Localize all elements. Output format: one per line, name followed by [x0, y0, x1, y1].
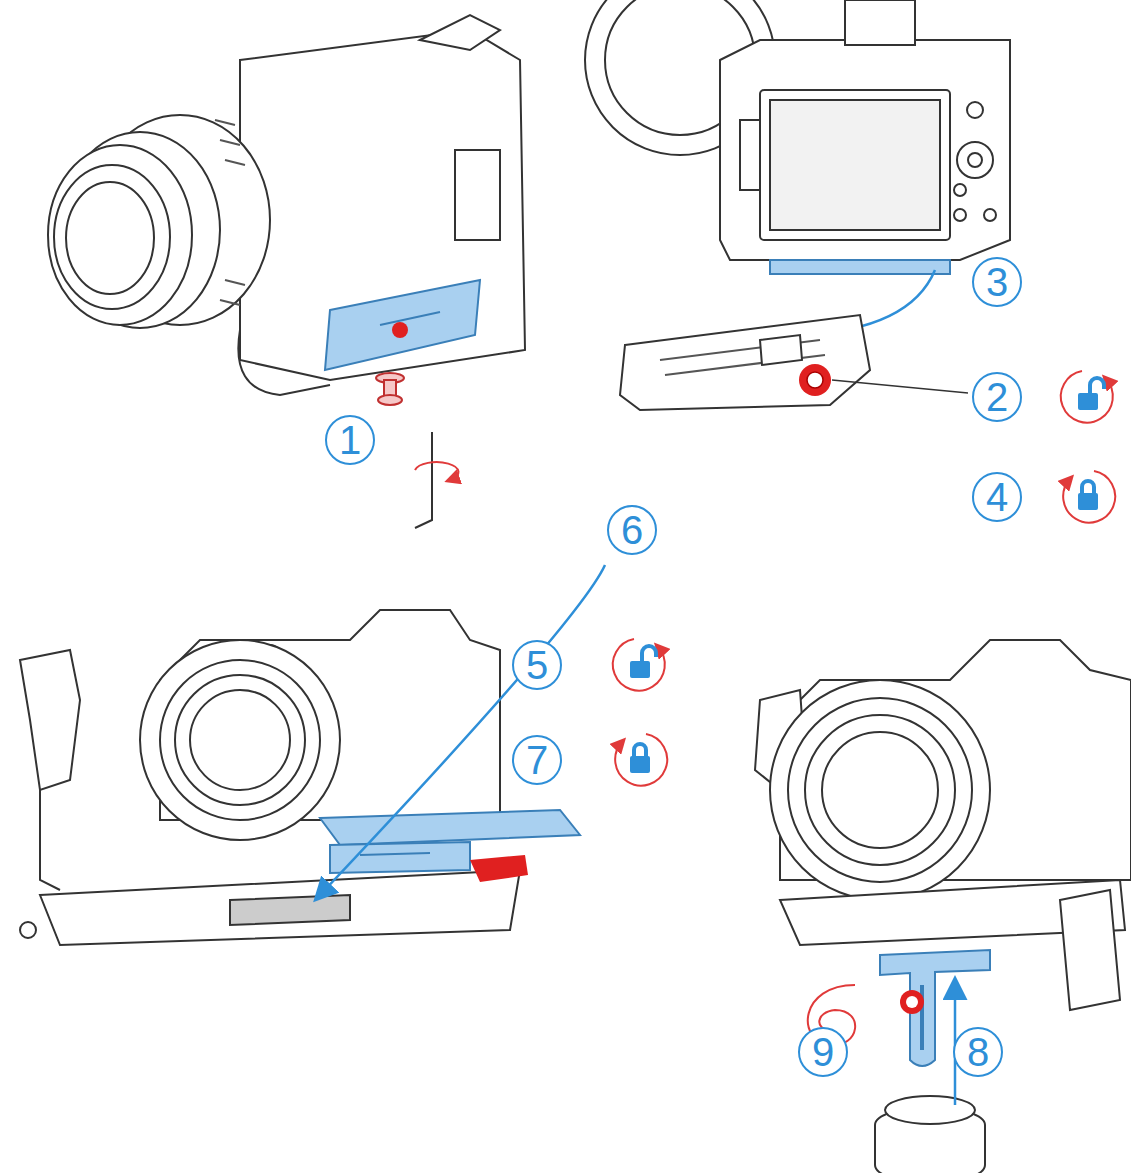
- camera-on-gimbal: [822, 732, 938, 848]
- camera-on-gimbal: [885, 1096, 975, 1124]
- unlock-icon: [1061, 371, 1113, 423]
- camera-on-gimbal: [140, 640, 340, 840]
- camera-back-view: [720, 40, 1010, 260]
- camera-on-gimbal: [875, 1125, 985, 1173]
- callout-number: 4: [986, 477, 1008, 517]
- mounting-screw: [376, 373, 404, 405]
- leader-line: [832, 380, 968, 393]
- callout-number: 5: [526, 645, 548, 685]
- camera-front-view: [238, 330, 330, 395]
- camera-plate: [320, 810, 580, 873]
- camera-on-gimbal: [40, 790, 60, 890]
- camera-back-view: [957, 142, 993, 178]
- camera-back-view: [585, 0, 1010, 260]
- camera-back-view: [984, 209, 996, 221]
- camera-on-gimbal: [1060, 890, 1120, 1010]
- camera-front-view: [48, 145, 192, 325]
- camera-back-view: [770, 100, 940, 230]
- camera-on-gimbal: [40, 870, 520, 945]
- camera-back-view: [954, 184, 966, 196]
- camera-on-gimbal: [20, 610, 520, 945]
- mounting-bracket: [900, 990, 924, 1014]
- camera-front-view: [455, 150, 500, 240]
- camera-on-gimbal: [160, 660, 320, 820]
- callout-circle: 3: [972, 257, 1022, 307]
- camera-on-gimbal: [755, 640, 1131, 1173]
- callout-number: 2: [986, 377, 1008, 417]
- camera-front-view: [215, 120, 245, 305]
- callout-circle: 2: [972, 372, 1022, 422]
- motion-arrow: [320, 565, 605, 895]
- callout-circle: 9: [798, 1027, 848, 1077]
- camera-back-view: [845, 0, 915, 45]
- camera-plate: [325, 280, 480, 370]
- quick-release-plate: [620, 315, 870, 410]
- camera-front-view: [66, 182, 154, 294]
- camera-plate: [330, 842, 470, 873]
- camera-back-view: [954, 209, 966, 221]
- camera-plate: [392, 322, 408, 338]
- camera-on-gimbal: [770, 680, 990, 900]
- mounting-bracket: [906, 996, 918, 1008]
- callout-number: 8: [967, 1032, 989, 1072]
- locking-knob: [799, 364, 831, 396]
- camera-plate: [770, 260, 950, 274]
- camera-on-gimbal: [788, 698, 972, 882]
- callout-number: 9: [812, 1032, 834, 1072]
- camera-back-view: [740, 120, 760, 190]
- lock-icon: [1063, 471, 1115, 523]
- camera-front-view: [240, 30, 525, 380]
- camera-back-view: [967, 102, 983, 118]
- callout-number: 6: [621, 510, 643, 550]
- camera-on-gimbal: [190, 690, 290, 790]
- camera-on-gimbal: [230, 895, 350, 925]
- callout-circle: 5: [512, 640, 562, 690]
- lock-icon: [615, 734, 667, 786]
- camera-back-view: [760, 90, 950, 240]
- locking-knob: [799, 364, 831, 396]
- callout-number: 1: [339, 420, 361, 460]
- locking-knob: [807, 372, 823, 388]
- camera-front-view: [54, 165, 170, 309]
- quick-release-plate: [760, 335, 802, 365]
- callout-circle: 4: [972, 472, 1022, 522]
- mounting-screw: [378, 395, 402, 405]
- callout-circle: 6: [607, 505, 657, 555]
- camera-on-gimbal: [805, 715, 955, 865]
- callout-number: 3: [986, 262, 1008, 302]
- camera-plate: [380, 312, 440, 325]
- callout-number: 7: [526, 740, 548, 780]
- hex-key: [415, 432, 432, 528]
- camera-plate: [360, 853, 430, 855]
- hex-key: [415, 432, 459, 528]
- camera-on-gimbal: [20, 922, 36, 938]
- camera-plate: [325, 280, 480, 370]
- camera-front-view: [420, 15, 500, 50]
- spacer: [530, 866, 600, 867]
- unlock-icon: [613, 639, 665, 691]
- hex-key: [415, 462, 459, 480]
- camera-plate: [320, 810, 580, 845]
- camera-back-view: [968, 153, 982, 167]
- callout-circle: 8: [953, 1027, 1003, 1077]
- callout-circle: 1: [325, 415, 375, 465]
- locking-lever: [470, 855, 528, 882]
- camera-on-gimbal: [175, 675, 305, 805]
- quick-release-plate: [620, 315, 870, 410]
- camera-on-gimbal: [20, 650, 80, 790]
- camera-front-view: [48, 15, 525, 395]
- callout-circle: 7: [512, 735, 562, 785]
